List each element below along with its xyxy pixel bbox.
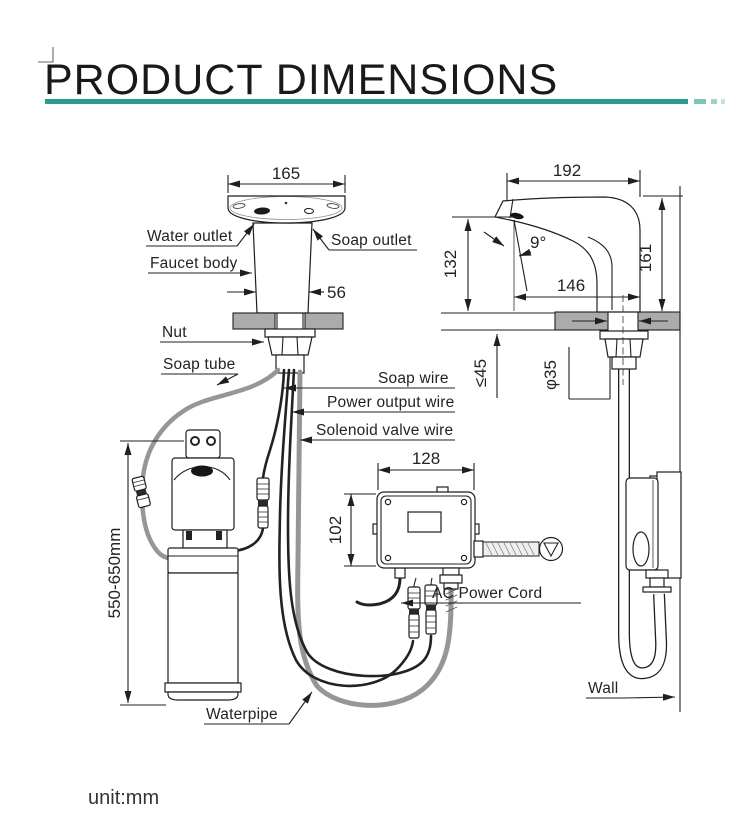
label-soap-wire: Soap wire [378, 370, 449, 387]
label-nut: Nut [162, 324, 187, 341]
label-wall: Wall [588, 680, 618, 697]
control-box-display [407, 511, 442, 533]
label-solenoid-valve-wire-group: Solenoid valve wire [300, 422, 455, 444]
soap-outlet-hole [304, 207, 314, 215]
dim-spout-plate-width: 165 [272, 164, 300, 183]
output-connector-b [424, 584, 438, 635]
label-soap-outlet: Soap outlet [331, 232, 412, 249]
faucet-body-front [252, 222, 313, 314]
dim-hole-dia-text: φ35 [541, 360, 560, 390]
dim-128: 128 [377, 449, 475, 490]
header: PRODUCT DIMENSIONS [38, 47, 725, 104]
soap-pump [164, 429, 242, 701]
label-ac-power-cord-group: AC Power Cord [401, 585, 581, 607]
dim-overall-length: 192 [553, 161, 581, 180]
dim-overall-height: 161 [636, 244, 655, 272]
mounting-nut-front [264, 328, 316, 374]
dim-install-height: 550-650mm [105, 528, 124, 619]
dim-165: 165 [227, 164, 346, 193]
side-view: 9° 192 132 146 161 [441, 161, 683, 712]
soap-tube-hose [139, 367, 281, 561]
label-nut-group: Nut [160, 324, 264, 346]
dim-counter-max-text: ≤45 [471, 359, 490, 387]
dim-102: 102 [326, 493, 376, 567]
page-title: PRODUCT DIMENSIONS [44, 56, 558, 104]
dim-water-angle: 9° [530, 233, 546, 252]
dim-56: 56 [227, 283, 346, 302]
inlet-pipe [618, 369, 668, 680]
plug-triangle-icon [543, 542, 559, 558]
dim-hole-dia: φ35 [541, 317, 668, 400]
dim-550-650: 550-650mm [105, 440, 184, 706]
label-waterpipe-group: Waterpipe [204, 691, 313, 725]
pump-inlet [191, 465, 213, 477]
dim-161: 161 [636, 195, 683, 311]
soap-bottle [164, 547, 242, 701]
waterpipe-hose [295, 369, 454, 708]
dim-132: 132 [441, 216, 524, 311]
spout-plate [227, 195, 346, 224]
dim-box-width: 128 [412, 449, 440, 468]
label-ac-power-cord: AC Power Cord [432, 585, 542, 602]
water-outlet-hole [254, 207, 270, 215]
mounting-nut-side [599, 330, 649, 370]
output-connector-a [407, 586, 421, 639]
label-soap-tube: Soap tube [163, 356, 235, 373]
label-waterpipe: Waterpipe [206, 706, 278, 723]
sensor-window [510, 212, 524, 220]
solenoid-valve-wire [286, 368, 433, 678]
unit-note: unit:mm [88, 787, 159, 809]
dim-spout-reach: 146 [557, 276, 585, 295]
front-view: 165 Water outlet Soap outlet Faucet [105, 164, 581, 725]
faucet-side-profile [494, 196, 641, 313]
label-wall-group: Wall [586, 680, 676, 701]
control-box-front [372, 486, 564, 590]
title-underline [45, 99, 725, 104]
dim-192: 192 [506, 161, 641, 201]
label-faucet-body: Faucet body [150, 255, 238, 272]
label-water-outlet-group: Water outlet [146, 223, 255, 247]
bracket-screw [190, 436, 200, 446]
label-soap-wire-group: Soap wire [284, 370, 455, 392]
label-solenoid-valve-wire: Solenoid valve wire [316, 422, 453, 439]
power-plug-assembly [473, 536, 564, 562]
soap-tube-connector [131, 475, 151, 509]
bracket-screw [206, 436, 216, 446]
control-box-side [625, 471, 682, 593]
soap-wire [261, 368, 286, 480]
soap-wire-connector [256, 477, 270, 529]
label-water-outlet: Water outlet [147, 228, 233, 245]
dim-counter-max: ≤45 [471, 334, 501, 398]
label-power-output-wire-group: Power output wire [292, 394, 455, 416]
corner-mark [38, 47, 54, 63]
label-faucet-body-group: Faucet body [148, 255, 252, 277]
ac-power-cord-wire [355, 576, 402, 607]
dim-box-height: 102 [326, 516, 345, 544]
label-power-output-wire: Power output wire [327, 394, 454, 411]
dim-146: 146 [514, 276, 640, 301]
dim-spout-height: 132 [441, 250, 460, 278]
label-soap-tube-group: Soap tube [161, 356, 239, 386]
power-output-wire [278, 368, 415, 688]
dim-body-width: 56 [327, 283, 346, 302]
countertop-front [232, 312, 344, 330]
label-soap-outlet-group: Soap outlet [312, 228, 417, 251]
